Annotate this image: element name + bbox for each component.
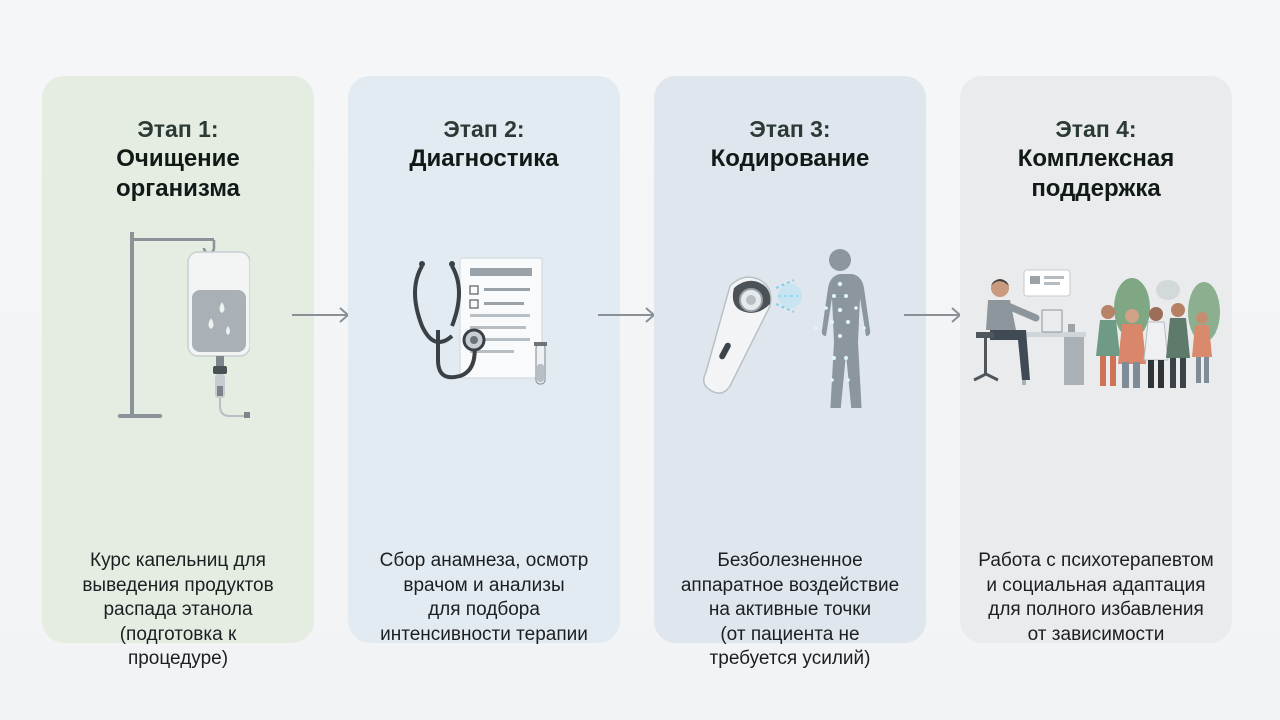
stage-card-1: Этап 1: Очищение организма Курс капельни… <box>42 76 314 669</box>
stage-title: Этап 1: Очищение организма <box>42 114 314 204</box>
stage-step-label: Этап 1: <box>137 116 219 142</box>
desc-line: для полного избавления <box>988 599 1204 620</box>
desc-line: врачом и анализы <box>403 574 565 596</box>
stage-step-label: Этап 3: <box>749 116 831 142</box>
desc-line: распада этанола <box>103 599 253 620</box>
stage-title: Этап 2: Диагностика <box>348 114 620 174</box>
desc-line: на активные точки <box>708 599 872 620</box>
stethoscope-clipboard-icon <box>413 257 547 385</box>
desc-line: Работа с психотерапевтом <box>978 550 1214 571</box>
stage-title: Этап 3: Кодирование <box>654 114 926 174</box>
desc-line: и социальная адаптация <box>986 574 1206 596</box>
stage-step-label: Этап 4: <box>1055 116 1137 142</box>
desc-line: (подготовка к <box>119 623 237 645</box>
desc-line: Курс капельниц для <box>90 550 266 571</box>
desc-line: (от пациента не <box>720 623 860 645</box>
stage-description: Безболезненное аппаратное воздействие на… <box>668 549 912 672</box>
stage-name-line: Очищение <box>116 145 240 172</box>
stage-name-line: Кодирование <box>710 145 870 172</box>
device-body-points-icon <box>703 249 871 408</box>
desc-line: интенсивности терапии <box>380 623 588 645</box>
stage-description: Работа с психотерапевтом и социальная ад… <box>974 549 1218 647</box>
desc-line: требуется усилий) <box>709 648 871 669</box>
stage-card-3: Этап 3: Кодирование Безболезненное аппар… <box>654 76 926 669</box>
arrow-right-icon <box>904 307 962 323</box>
stage-title: Этап 4: Комплексная поддержка <box>960 114 1232 204</box>
stage-name-line: организма <box>115 175 241 202</box>
desc-line: Сбор анамнеза, осмотр <box>379 550 589 571</box>
stage-name-line: поддержка <box>1031 175 1161 202</box>
desc-line: Безболезненное <box>717 550 863 571</box>
stage-description: Сбор анамнеза, осмотр врачом и анализы д… <box>362 549 606 647</box>
stage-card-4: Этап 4: Комплексная поддержка <box>960 76 1232 645</box>
stage-description: Курс капельниц для выведения продуктов р… <box>56 549 300 672</box>
desc-line: выведения продуктов <box>82 574 274 596</box>
arrow-right-icon <box>292 307 350 323</box>
desc-line: аппаратное воздействие <box>680 574 900 596</box>
stage-card-2: Этап 2: Диагностика Сбор анамнеза, осмот… <box>348 76 620 645</box>
arrow-right-icon <box>598 307 656 323</box>
therapy-group-icon <box>973 269 1220 388</box>
stage-name-line: Комплексная <box>1017 145 1175 172</box>
desc-line: от зависимости <box>1027 623 1165 645</box>
stage-step-label: Этап 2: <box>443 116 525 142</box>
stage-name-line: Диагностика <box>409 145 559 172</box>
desc-line: процедуре) <box>127 648 229 669</box>
iv-drip-icon <box>118 232 250 418</box>
desc-line: для подбора <box>428 599 540 620</box>
